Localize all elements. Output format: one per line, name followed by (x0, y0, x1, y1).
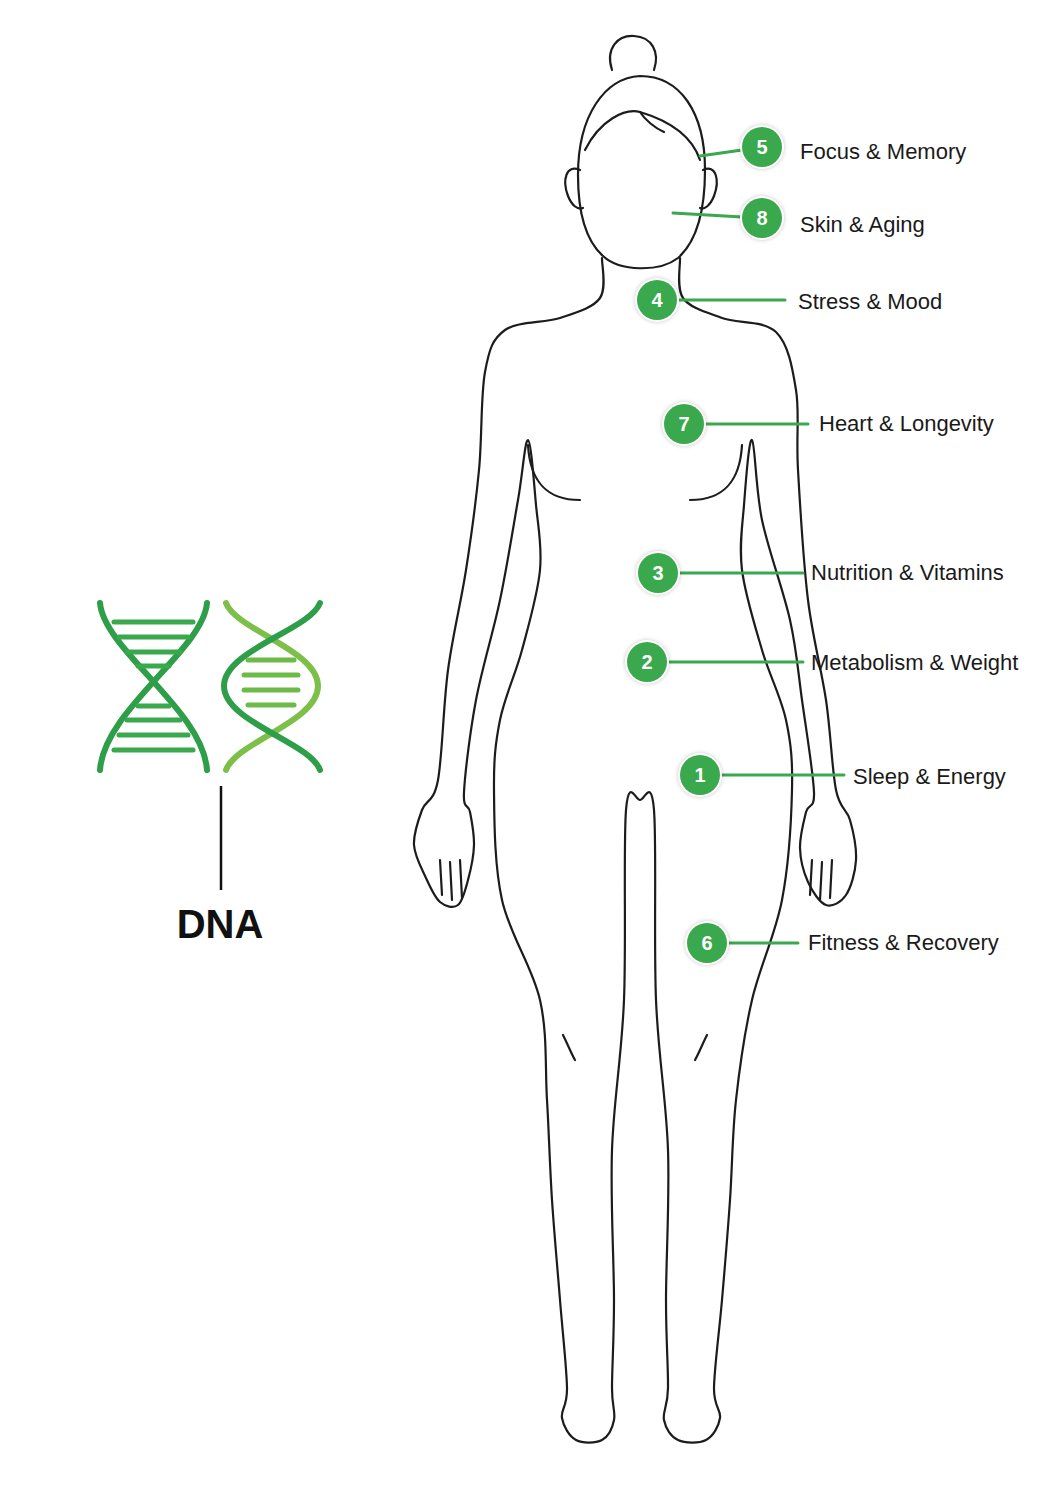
knee-line (563, 1035, 575, 1060)
category-label: Focus & Memory (800, 140, 966, 164)
callout-number: 7 (678, 414, 689, 434)
leader-line (678, 299, 785, 302)
dna-rung (248, 703, 294, 708)
callout-circle: 1 (680, 755, 720, 795)
dna-rung (127, 718, 180, 723)
callout-circle: 3 (638, 553, 678, 593)
leader-line (673, 213, 742, 217)
category-label: Fitness & Recovery (808, 931, 999, 955)
hair-bun (610, 36, 656, 70)
leader-line (668, 661, 803, 664)
dna-rung (244, 673, 298, 678)
leader-line (728, 942, 798, 945)
category-label: Heart & Longevity (819, 412, 994, 436)
dna-pointer (220, 786, 223, 890)
callout-circle: 4 (637, 280, 677, 320)
dna-strand (100, 603, 207, 770)
category-label: Nutrition & Vitamins (811, 561, 1004, 585)
callout-number: 5 (756, 137, 767, 157)
callout-circle: 6 (687, 923, 727, 963)
hair-line (585, 111, 700, 160)
callout-number: 3 (652, 563, 663, 583)
dna-strand (100, 603, 207, 770)
dna-rung (119, 733, 188, 738)
hair-part (640, 112, 664, 132)
finger-line (440, 860, 462, 900)
dna-rung (127, 650, 180, 655)
category-label: Sleep & Energy (853, 765, 1006, 789)
callout-number: 6 (701, 933, 712, 953)
dna-rung (138, 704, 169, 709)
callout-number: 8 (756, 208, 767, 228)
dna-rung (119, 635, 188, 640)
leader-line (705, 423, 808, 426)
leader-line (679, 572, 803, 575)
dna-strand (226, 603, 318, 770)
finger-line (810, 860, 832, 900)
dna-rung (244, 688, 298, 693)
callout-number: 1 (694, 765, 705, 785)
callout-number: 2 (641, 652, 652, 672)
callout-circle: 2 (627, 642, 667, 682)
category-label: Stress & Mood (798, 290, 942, 314)
dna-strand (224, 603, 320, 770)
leader-line (721, 774, 844, 777)
dna-rung (138, 664, 169, 669)
category-label: Metabolism & Weight (811, 651, 1018, 675)
chest-line (528, 445, 580, 500)
callout-circle: 7 (664, 404, 704, 444)
ear-right (700, 169, 717, 209)
body-outline (414, 258, 856, 1443)
dna-rung (114, 620, 193, 625)
head-outline (578, 76, 705, 268)
ear-left (565, 169, 583, 209)
category-label: Skin & Aging (800, 213, 925, 237)
dna-rung (114, 748, 193, 753)
callout-number: 4 (651, 290, 662, 310)
callout-circle: 8 (742, 198, 782, 238)
icon-label: DNA (177, 904, 264, 944)
dna-rung (248, 658, 294, 663)
leader-line (700, 150, 742, 156)
chest-line (690, 445, 742, 500)
knee-line (695, 1035, 707, 1060)
callout-circle: 5 (742, 127, 782, 167)
